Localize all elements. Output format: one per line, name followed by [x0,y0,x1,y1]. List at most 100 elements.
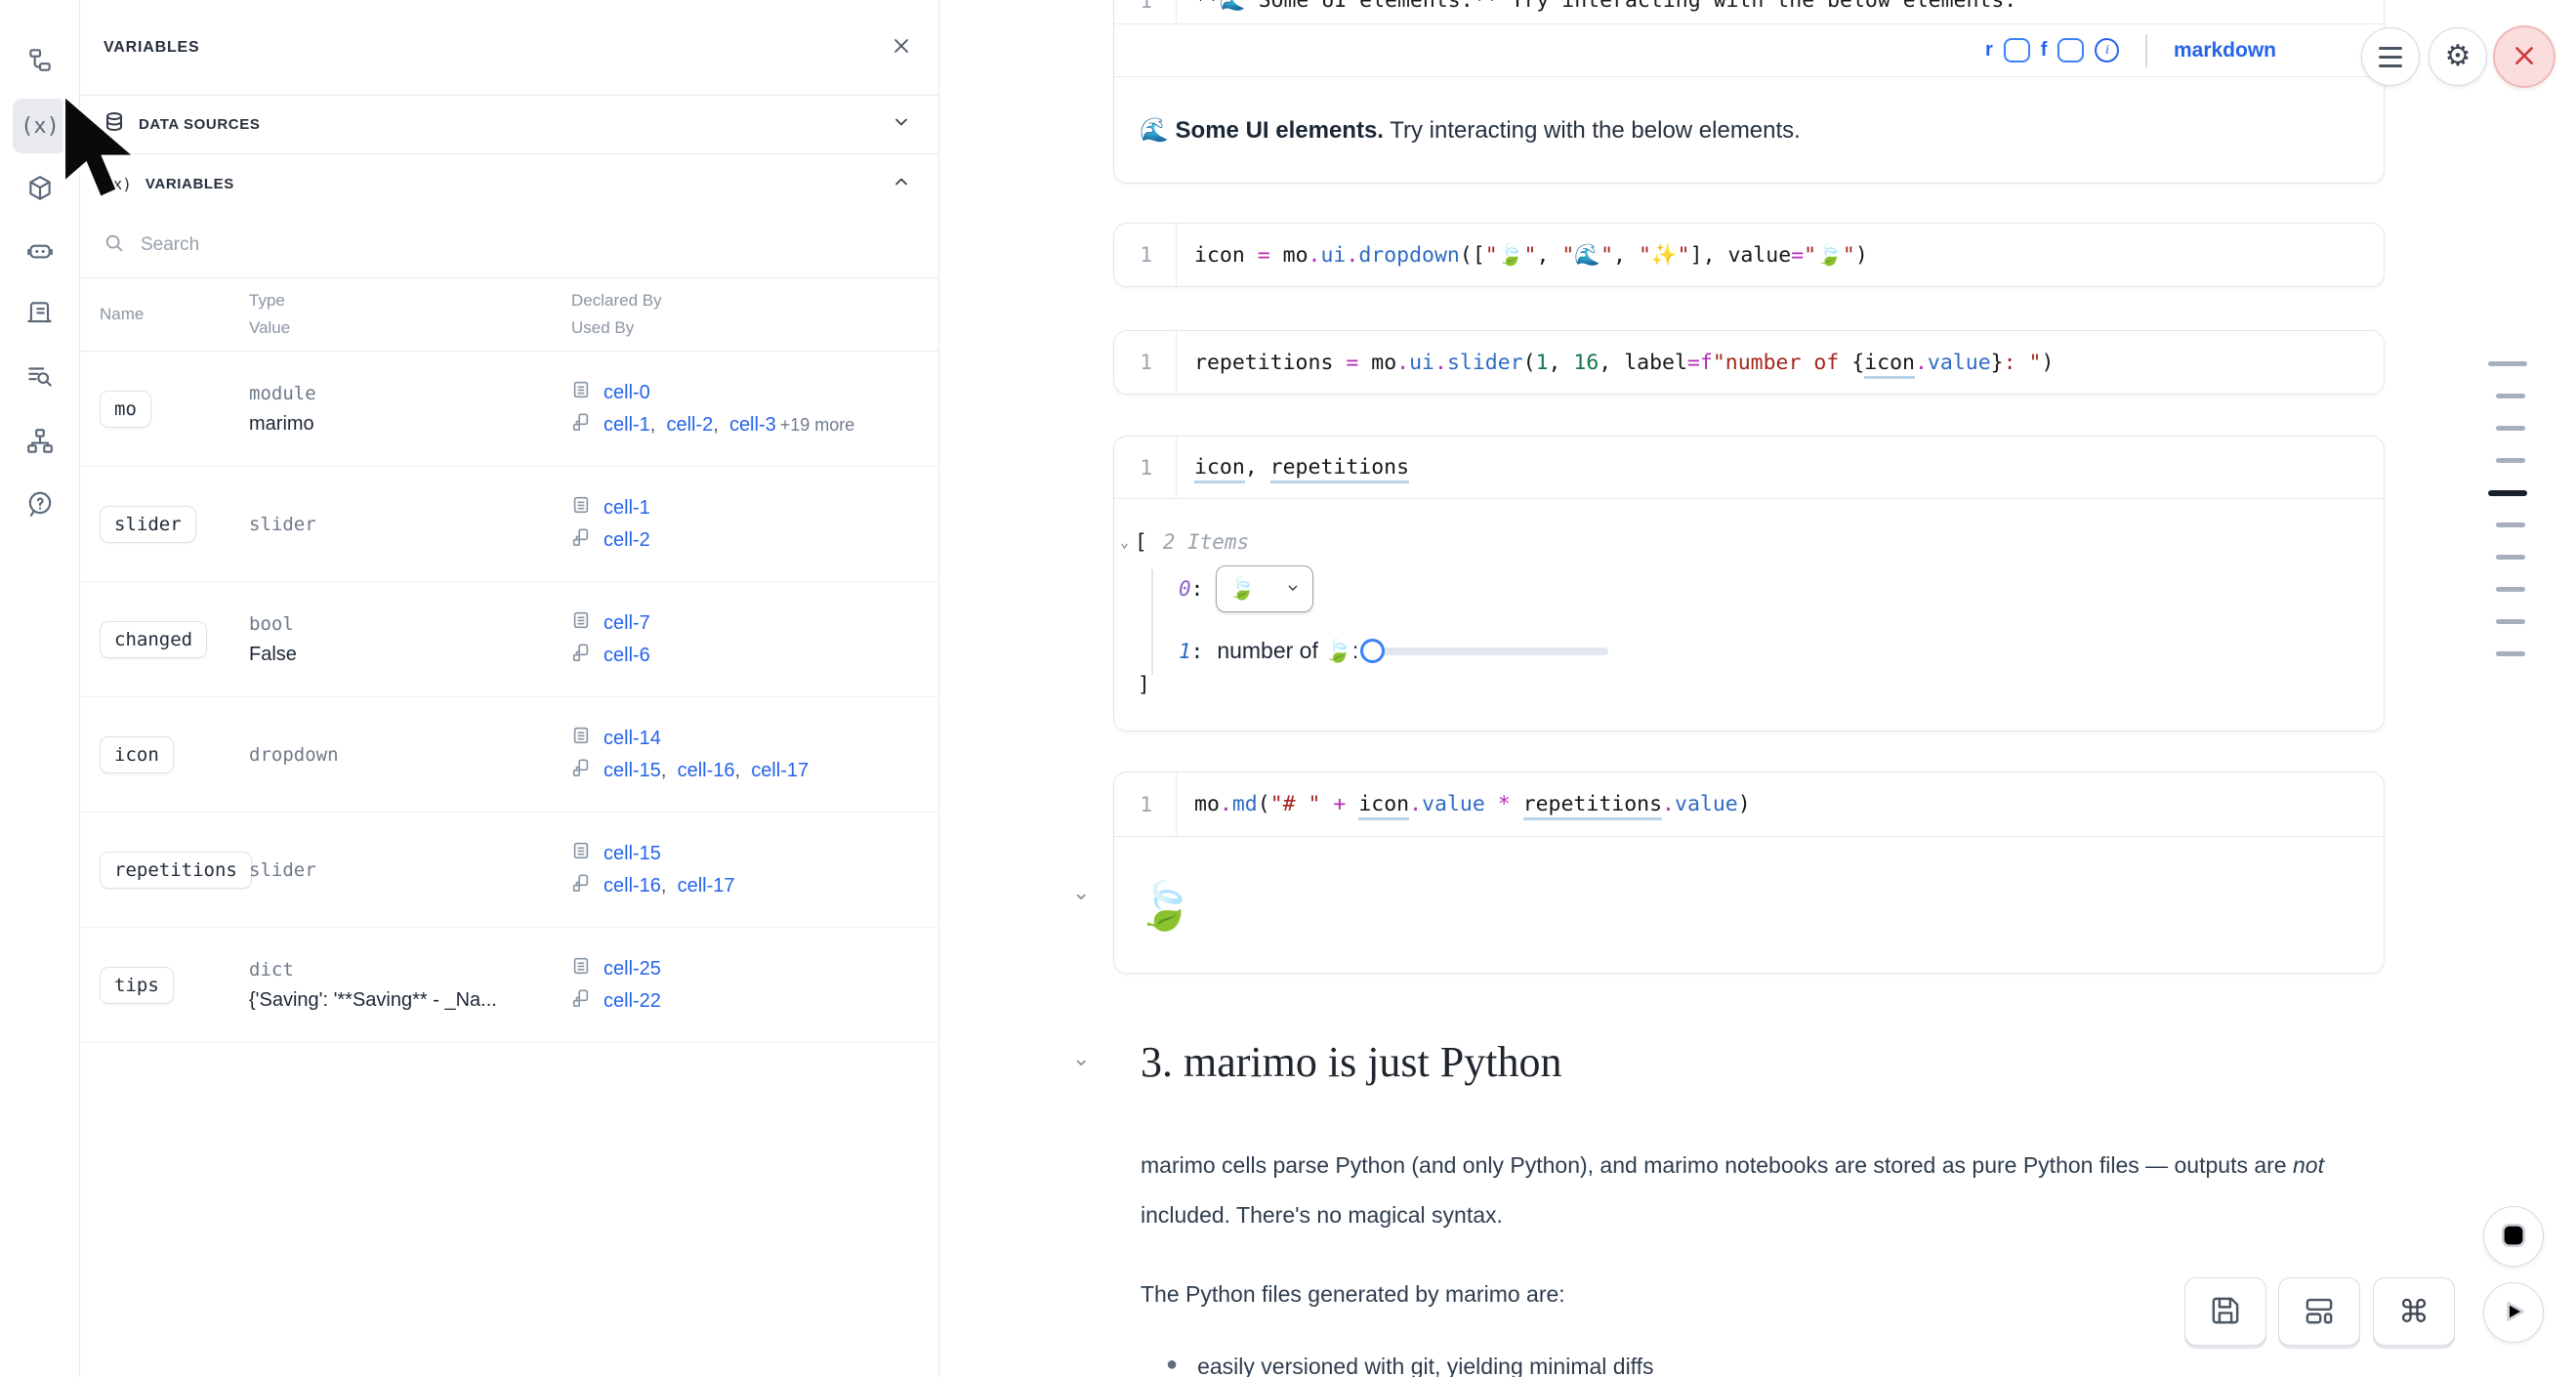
variable-value: False [249,643,297,665]
run-all-button[interactable] [2483,1282,2544,1343]
used-by-cell-link[interactable]: cell-16 [677,759,735,781]
sidebar-item-ai-assistant[interactable] [13,226,67,280]
declared-by-icon [571,380,591,405]
used-by-cell-link[interactable]: cell-17 [677,874,735,897]
notebook-menu-button[interactable] [2361,27,2420,86]
sidebar-item-snippets[interactable] [13,351,67,405]
cell-editor[interactable]: 1 **🌊 Some UI elements.** Try interactin… [1114,0,2384,24]
variable-name-pill[interactable]: repetitions [100,851,252,889]
declared-by-cell-link[interactable]: cell-25 [603,957,661,980]
minimap-cell-marker[interactable] [2496,651,2525,656]
notebook-cell-markdown-top[interactable]: 1 **🌊 Some UI elements.** Try interactin… [1113,0,2385,184]
dropdown-control[interactable]: 🍃 [1216,565,1313,612]
code-line[interactable]: icon = mo.ui.dropdown(["🍃", "🌊", "✨"], v… [1194,242,1868,268]
line-number: 1 [1114,224,1177,286]
code-line[interactable]: icon, repetitions [1177,455,1410,483]
collapse-section-icon[interactable]: ⌄ [1072,1047,1091,1071]
shutdown-button[interactable] [2493,25,2555,88]
used-by-cell-link[interactable]: cell-2 [603,528,650,551]
notebook-cell-ui-elements[interactable]: 1 icon, repetitions ⌄ [ 2 Items 0: 🍃 1: … [1113,436,2385,731]
minimap-cell-marker[interactable] [2496,587,2525,592]
language-label[interactable]: markdown [2173,38,2276,62]
notebook-cell-md-repeat[interactable]: 1 mo.md("# " + icon.value * repetitions.… [1113,772,2385,974]
code-line[interactable]: mo.md("# " + icon.value * repetitions.va… [1177,792,1751,820]
minimap-cell-marker[interactable] [2496,426,2525,431]
close-panel-button[interactable] [892,36,911,59]
dropdown-value: 🍃 [1228,576,1256,602]
save-button[interactable] [2184,1277,2266,1346]
minimap-cell-marker[interactable] [2496,619,2525,624]
section-label: DATA SOURCES [139,116,261,133]
used-by-icon [571,412,591,438]
run-checkbox[interactable] [2003,38,2030,63]
declared-by-icon [571,841,591,866]
minimap-cell-marker[interactable] [2496,394,2525,398]
minimap-cell-marker[interactable] [2496,555,2525,560]
slider-control[interactable] [1360,638,1609,663]
section-data-sources[interactable]: DATA SOURCES [80,96,938,154]
search-input[interactable] [141,234,915,256]
declared-by-cell-link[interactable]: cell-15 [603,842,661,864]
column-header-used-by: Used By [571,318,635,337]
line-number: 1 [1114,437,1177,498]
info-icon[interactable]: i [2095,38,2120,63]
stop-button[interactable] [2483,1206,2544,1267]
minimap-cell-marker[interactable] [2496,522,2525,527]
collapse-cell-icon[interactable]: ⌄ [1072,881,1091,905]
notebook-cell-slider[interactable]: 1 repetitions = mo.ui.slider(1, 16, labe… [1113,330,2385,395]
code-line[interactable]: repetitions = mo.ui.slider(1, 16, label=… [1177,350,2054,379]
cell-minimap[interactable] [2480,352,2549,674]
column-header-type: Type [249,291,285,310]
used-by-cell-link[interactable]: cell-1 [603,413,650,436]
used-by-cell-link[interactable]: cell-22 [603,989,661,1012]
notebook-cell-dropdown[interactable]: 1 icon = mo.ui.dropdown(["🍃", "🌊", "✨"],… [1113,223,2385,287]
declared-by-cell-link[interactable]: cell-14 [603,727,661,749]
used-by-cell-link[interactable]: cell-3 [728,413,776,436]
minimap-cell-marker[interactable] [2496,458,2525,463]
declared-by-cell-link[interactable]: cell-1 [603,496,650,519]
settings-button[interactable]: ⚙ [2429,27,2487,86]
sidebar-item-help[interactable] [13,479,67,533]
sidebar-item-dependency-graph[interactable] [13,416,67,471]
variable-name-pill[interactable]: tips [100,966,174,1004]
used-by-cell-link[interactable]: cell-16 [603,874,661,897]
used-by-cell-link[interactable]: cell-17 [751,759,810,781]
slider-thumb[interactable] [1360,638,1386,663]
format-checkbox[interactable] [2057,38,2085,63]
command-key-icon: ⌘ [2398,1294,2430,1329]
collapse-list-icon[interactable]: ⌄ [1120,533,1130,551]
used-by-cell-link[interactable]: cell-2 [666,413,714,436]
declared-by-icon [571,495,591,521]
variable-name-pill[interactable]: icon [100,735,174,773]
variable-name-pill[interactable]: slider [100,505,196,543]
sidebar-item-file-explorer[interactable] [13,35,67,90]
paragraph: The Python files generated by marimo are… [1141,1281,1565,1307]
used-by-icon [571,758,591,783]
sidebar-item-logs[interactable] [13,288,67,343]
used-by-cell-link[interactable]: cell-15 [603,759,661,781]
toolbar-divider [2145,33,2147,67]
section-variables[interactable]: (x) VARIABLES [80,154,938,213]
colon: : [1190,639,1204,663]
item-index-0: 0 [1179,577,1191,601]
keyboard-shortcuts-button[interactable]: ⌘ [2373,1277,2455,1346]
variable-name-pill[interactable]: mo [100,390,151,428]
line-number: 1 [1114,772,1177,836]
code-line: **🌊 Some UI elements.** Try interacting … [1194,0,2017,13]
save-floppy-icon [2209,1294,2242,1330]
list-output: ⌄ [ 2 Items 0: 🍃 1: number of 🍃: ] [1114,499,2384,730]
layout-toggle-button[interactable] [2278,1277,2360,1346]
tree-guide-line [1151,569,1153,675]
declared-by-cell-link[interactable]: cell-0 [603,381,650,403]
used-by-icon [571,873,591,898]
minimap-cell-marker-active[interactable] [2488,490,2527,496]
minimap-cell-marker[interactable] [2488,361,2527,366]
used-by-cell-link[interactable]: cell-6 [603,644,650,666]
sidebar-item-variables[interactable]: (x) [13,99,67,153]
variable-name-pill[interactable]: changed [100,620,208,658]
sidebar-item-packages[interactable] [13,163,67,218]
declared-by-cell-link[interactable]: cell-7 [603,611,650,634]
chevron-down-icon [1285,577,1301,602]
